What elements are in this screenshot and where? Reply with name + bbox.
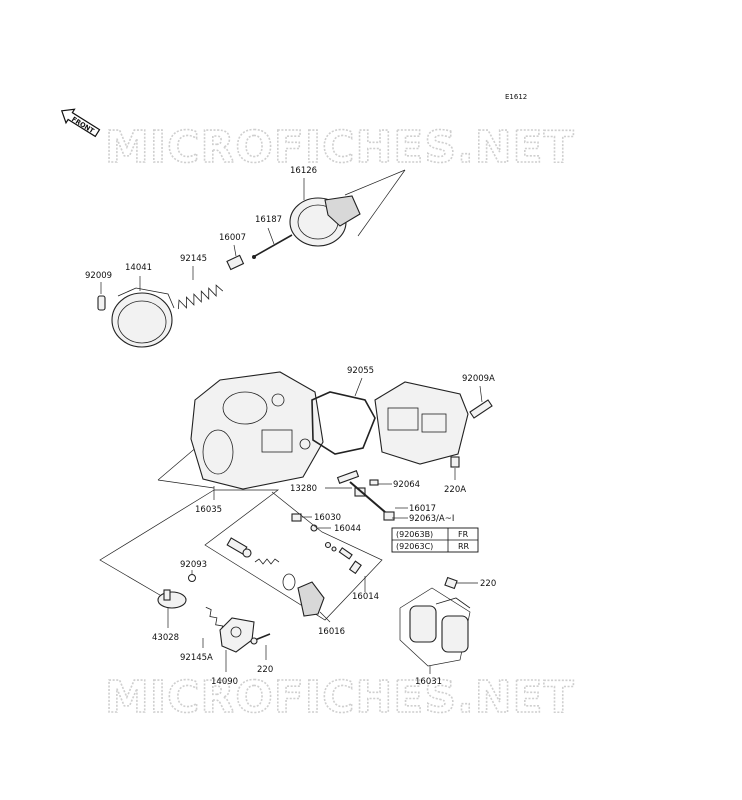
- variant-row-1-code: (92063B): [396, 530, 433, 539]
- pilot-screw-group-16014: [324, 541, 366, 592]
- label-92063: 92063/A~I: [409, 514, 454, 524]
- label-14041: 14041: [125, 263, 152, 273]
- label-16007: 16007: [219, 233, 246, 243]
- lower-guide-lines: [99, 489, 383, 621]
- screw-220-right: [444, 576, 478, 590]
- front-arrow-label: FRONT: [70, 115, 96, 135]
- label-16017: 16017: [409, 504, 436, 514]
- variant-table: (92063B) FR (92063C) RR: [391, 527, 479, 553]
- label-16014: 16014: [352, 592, 379, 602]
- accelerator-pump-parts: [157, 570, 224, 648]
- screw-92009A: [469, 385, 493, 419]
- diagram-code: E1612: [505, 93, 527, 101]
- variant-row-2-code: (92063C): [396, 542, 433, 551]
- label-16035: 16035: [195, 505, 222, 515]
- label-16031: 16031: [415, 677, 442, 687]
- variant-row-1-pos: FR: [458, 530, 469, 539]
- gasket: [311, 377, 376, 455]
- watermark-top: MICROFICHES.NET: [105, 122, 575, 173]
- diaphragm-assembly: [97, 169, 406, 348]
- label-220A: 220A: [444, 485, 466, 495]
- label-16016: 16016: [318, 627, 345, 637]
- jet-parts: [325, 470, 408, 521]
- label-16044: 16044: [334, 524, 361, 534]
- label-13280: 13280: [290, 484, 317, 494]
- label-92093: 92093: [180, 560, 207, 570]
- label-43028: 43028: [152, 633, 179, 643]
- watermark-bottom: MICROFICHES.NET: [105, 672, 575, 723]
- label-16187: 16187: [255, 215, 282, 225]
- pump-cover-14090: [219, 617, 271, 672]
- label-92064: 92064: [393, 480, 420, 490]
- label-92009A: 92009A: [462, 374, 495, 384]
- label-220-bottom: 220: [257, 665, 273, 675]
- front-arrow-icon: FRONT: [60, 108, 101, 138]
- label-92055: 92055: [347, 366, 374, 376]
- plunger-group-16016: [226, 537, 331, 623]
- label-92145: 92145: [180, 254, 207, 264]
- label-16030: 16030: [314, 513, 341, 523]
- carburetor-body: [157, 371, 324, 500]
- float-16031: [399, 587, 471, 674]
- variant-row-2-pos: RR: [458, 542, 470, 551]
- label-16126: 16126: [290, 166, 317, 176]
- plug-220A: [450, 456, 460, 480]
- label-220-right: 220: [480, 579, 496, 589]
- float-bowl-top: [374, 381, 469, 465]
- label-92145A: 92145A: [180, 653, 213, 663]
- label-14090: 14090: [211, 677, 238, 687]
- label-92009: 92009: [85, 271, 112, 281]
